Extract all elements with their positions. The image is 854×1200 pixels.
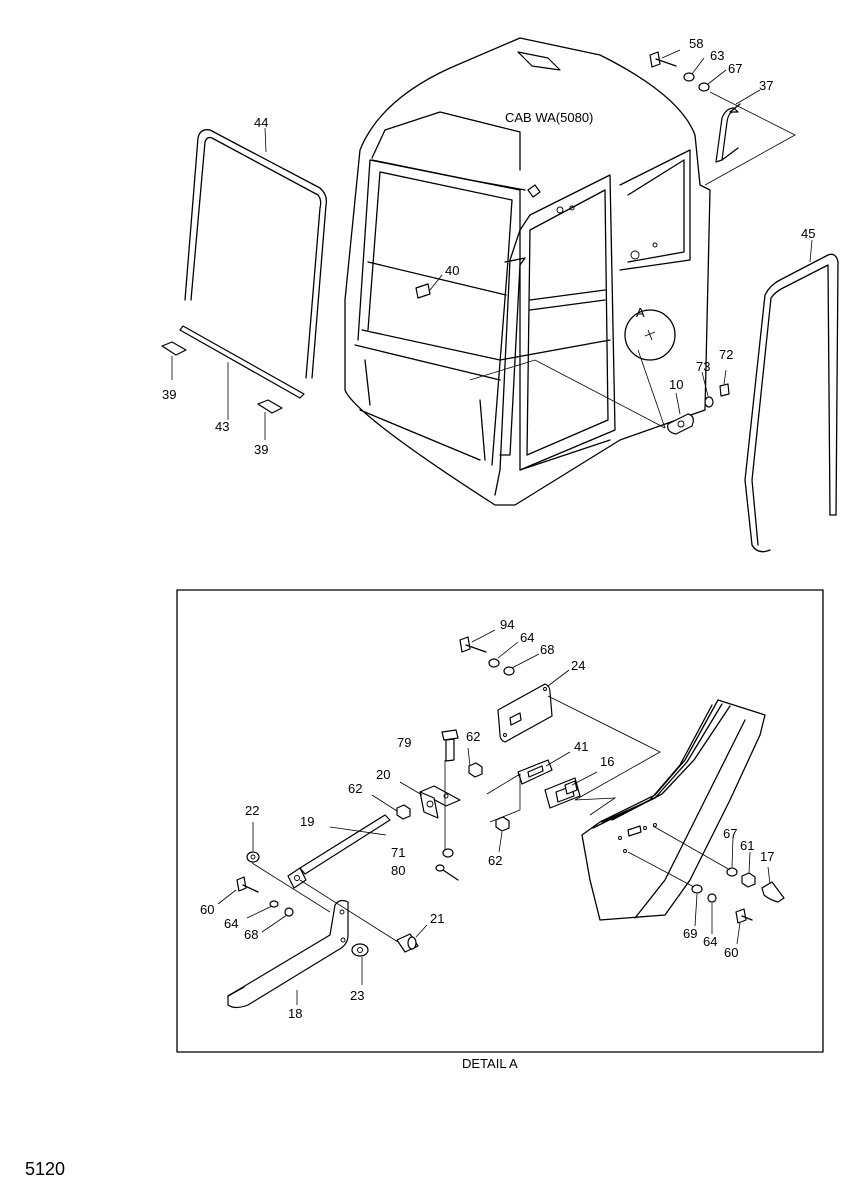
detail-a-frame <box>176 589 824 1053</box>
label-17: 17 <box>760 849 774 864</box>
detail-labels: 94 64 68 24 79 62 41 16 20 62 22 19 71 8… <box>200 617 774 1021</box>
label-63: 63 <box>710 48 724 63</box>
label-60-left: 60 <box>200 902 214 917</box>
label-39-left: 39 <box>162 387 176 402</box>
part-41-plate <box>517 759 553 785</box>
part-10-plate <box>667 383 730 435</box>
label-64-left: 64 <box>224 916 238 931</box>
detail-a-circle: A <box>624 305 676 429</box>
page-number: 5120 <box>25 1159 65 1179</box>
part-40-clip <box>415 283 431 299</box>
top-labels: CAB WA(5080) 58 63 67 37 44 40 45 39 43 … <box>162 36 815 457</box>
part-16-latch <box>544 777 581 809</box>
label-22: 22 <box>245 803 259 818</box>
label-58: 58 <box>689 36 703 51</box>
part-45-door-seal <box>744 253 839 553</box>
label-40: 40 <box>445 263 459 278</box>
label-20: 20 <box>376 767 390 782</box>
part-43-seal-strip <box>179 325 305 399</box>
part-37-handle <box>715 103 741 163</box>
label-16: 16 <box>600 754 614 769</box>
label-62-low: 62 <box>488 853 502 868</box>
label-39-right: 39 <box>254 442 268 457</box>
part-23-bushing <box>351 943 369 957</box>
label-43: 43 <box>215 419 229 434</box>
detail-marker-label: A <box>636 305 645 320</box>
label-61: 61 <box>740 838 754 853</box>
label-10: 10 <box>669 377 683 392</box>
part-64-washer-right <box>707 893 717 903</box>
label-72: 72 <box>719 347 733 362</box>
label-23: 23 <box>350 988 364 1003</box>
label-21: 21 <box>430 911 444 926</box>
label-19: 19 <box>300 814 314 829</box>
label-64-right: 64 <box>703 934 717 949</box>
part-24-plate <box>497 683 553 743</box>
cab-frame <box>344 37 711 506</box>
part-19-rod <box>287 814 391 889</box>
label-18: 18 <box>288 1006 302 1021</box>
part-61-nut <box>741 872 756 888</box>
label-41: 41 <box>574 739 588 754</box>
part-58-63-67-bolts <box>649 51 710 92</box>
cab-label: CAB WA(5080) <box>505 110 593 125</box>
part-69-washer <box>691 884 703 894</box>
label-44: 44 <box>254 115 268 130</box>
part-18-lever <box>227 899 349 1009</box>
detail-leaders <box>217 629 771 1005</box>
part-79-pin <box>441 729 459 762</box>
part-20-bracket <box>419 785 461 819</box>
label-62-mid: 62 <box>348 781 362 796</box>
label-67: 67 <box>728 61 742 76</box>
part-17-knob <box>761 881 785 903</box>
label-45: 45 <box>801 226 815 241</box>
label-69: 69 <box>683 926 697 941</box>
label-64-top: 64 <box>520 630 534 645</box>
top-leaders <box>171 49 813 440</box>
part-39-blocks <box>161 341 283 414</box>
part-80-cotter-pin <box>435 864 459 881</box>
label-62-top: 62 <box>466 729 480 744</box>
label-94: 94 <box>500 617 514 632</box>
label-24: 24 <box>571 658 585 673</box>
label-71: 71 <box>391 845 405 860</box>
label-68-top: 68 <box>540 642 554 657</box>
part-94-64-68-bolts <box>459 636 515 676</box>
label-79: 79 <box>397 735 411 750</box>
part-60-bolt-right <box>735 908 753 924</box>
part-44-window-seal <box>184 129 328 379</box>
part-21-pin <box>396 933 419 953</box>
detail-a-caption: DETAIL A <box>462 1056 518 1071</box>
label-73: 73 <box>696 359 710 374</box>
label-67-right: 67 <box>723 826 737 841</box>
label-60-right: 60 <box>724 945 738 960</box>
part-62-nuts <box>396 762 510 832</box>
label-37: 37 <box>759 78 773 93</box>
label-80: 80 <box>391 863 405 878</box>
part-22-washer <box>246 851 260 863</box>
part-60-64-68-left <box>236 876 294 917</box>
label-68-left: 68 <box>244 927 258 942</box>
part-71-washer <box>442 848 454 858</box>
detail-cab-pillar <box>581 699 766 921</box>
